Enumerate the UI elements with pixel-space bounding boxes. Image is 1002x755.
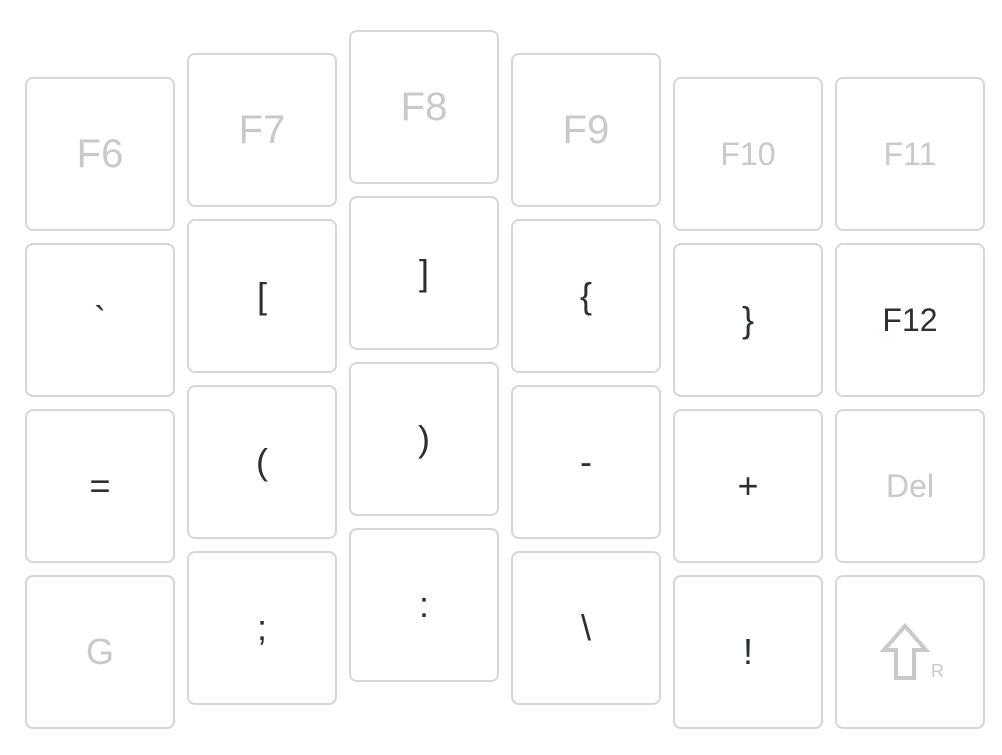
- key[interactable]: F6: [25, 77, 175, 231]
- key[interactable]: ]: [349, 196, 499, 350]
- key[interactable]: [: [187, 219, 337, 373]
- key-label: {: [579, 275, 593, 316]
- key[interactable]: F12: [835, 243, 985, 397]
- key-label: `: [94, 299, 106, 340]
- key-label: }: [741, 299, 755, 340]
- key-label: G: [85, 631, 114, 672]
- key-label: ;: [256, 607, 267, 648]
- key[interactable]: Del: [835, 409, 985, 563]
- key-label: ): [418, 418, 430, 459]
- key[interactable]: \: [511, 551, 661, 705]
- key[interactable]: `: [25, 243, 175, 397]
- key[interactable]: F9: [511, 53, 661, 207]
- key-label: F6: [76, 132, 124, 176]
- key-label: :: [418, 584, 429, 625]
- key-label: +: [737, 465, 759, 506]
- key-label: F11: [883, 136, 937, 172]
- key[interactable]: {: [511, 219, 661, 373]
- key-label: [: [256, 275, 267, 316]
- key[interactable]: F10: [673, 77, 823, 231]
- key-label: -: [580, 441, 592, 482]
- key[interactable]: F11: [835, 77, 985, 231]
- right-shift-key[interactable]: R: [835, 575, 985, 729]
- shift-key-sub-label: R: [931, 661, 944, 681]
- key[interactable]: F8: [349, 30, 499, 184]
- key-label: F7: [238, 108, 286, 152]
- key[interactable]: :: [349, 528, 499, 682]
- key-label: F8: [400, 85, 448, 129]
- key-label: ]: [418, 252, 429, 293]
- key[interactable]: =: [25, 409, 175, 563]
- key-label: \: [580, 607, 591, 648]
- key-label: F9: [562, 108, 610, 152]
- shift-arrow-icon: R: [880, 622, 944, 682]
- key-label: !: [742, 631, 753, 672]
- key[interactable]: ): [349, 362, 499, 516]
- key[interactable]: (: [187, 385, 337, 539]
- key[interactable]: F7: [187, 53, 337, 207]
- key[interactable]: }: [673, 243, 823, 397]
- key[interactable]: !: [673, 575, 823, 729]
- key[interactable]: ;: [187, 551, 337, 705]
- key-label: Del: [885, 468, 934, 504]
- key[interactable]: -: [511, 385, 661, 539]
- key-label: (: [256, 441, 268, 482]
- key-label: F12: [882, 302, 938, 338]
- key-label: =: [89, 465, 111, 506]
- key-label: F10: [720, 136, 776, 172]
- key[interactable]: +: [673, 409, 823, 563]
- key[interactable]: G: [25, 575, 175, 729]
